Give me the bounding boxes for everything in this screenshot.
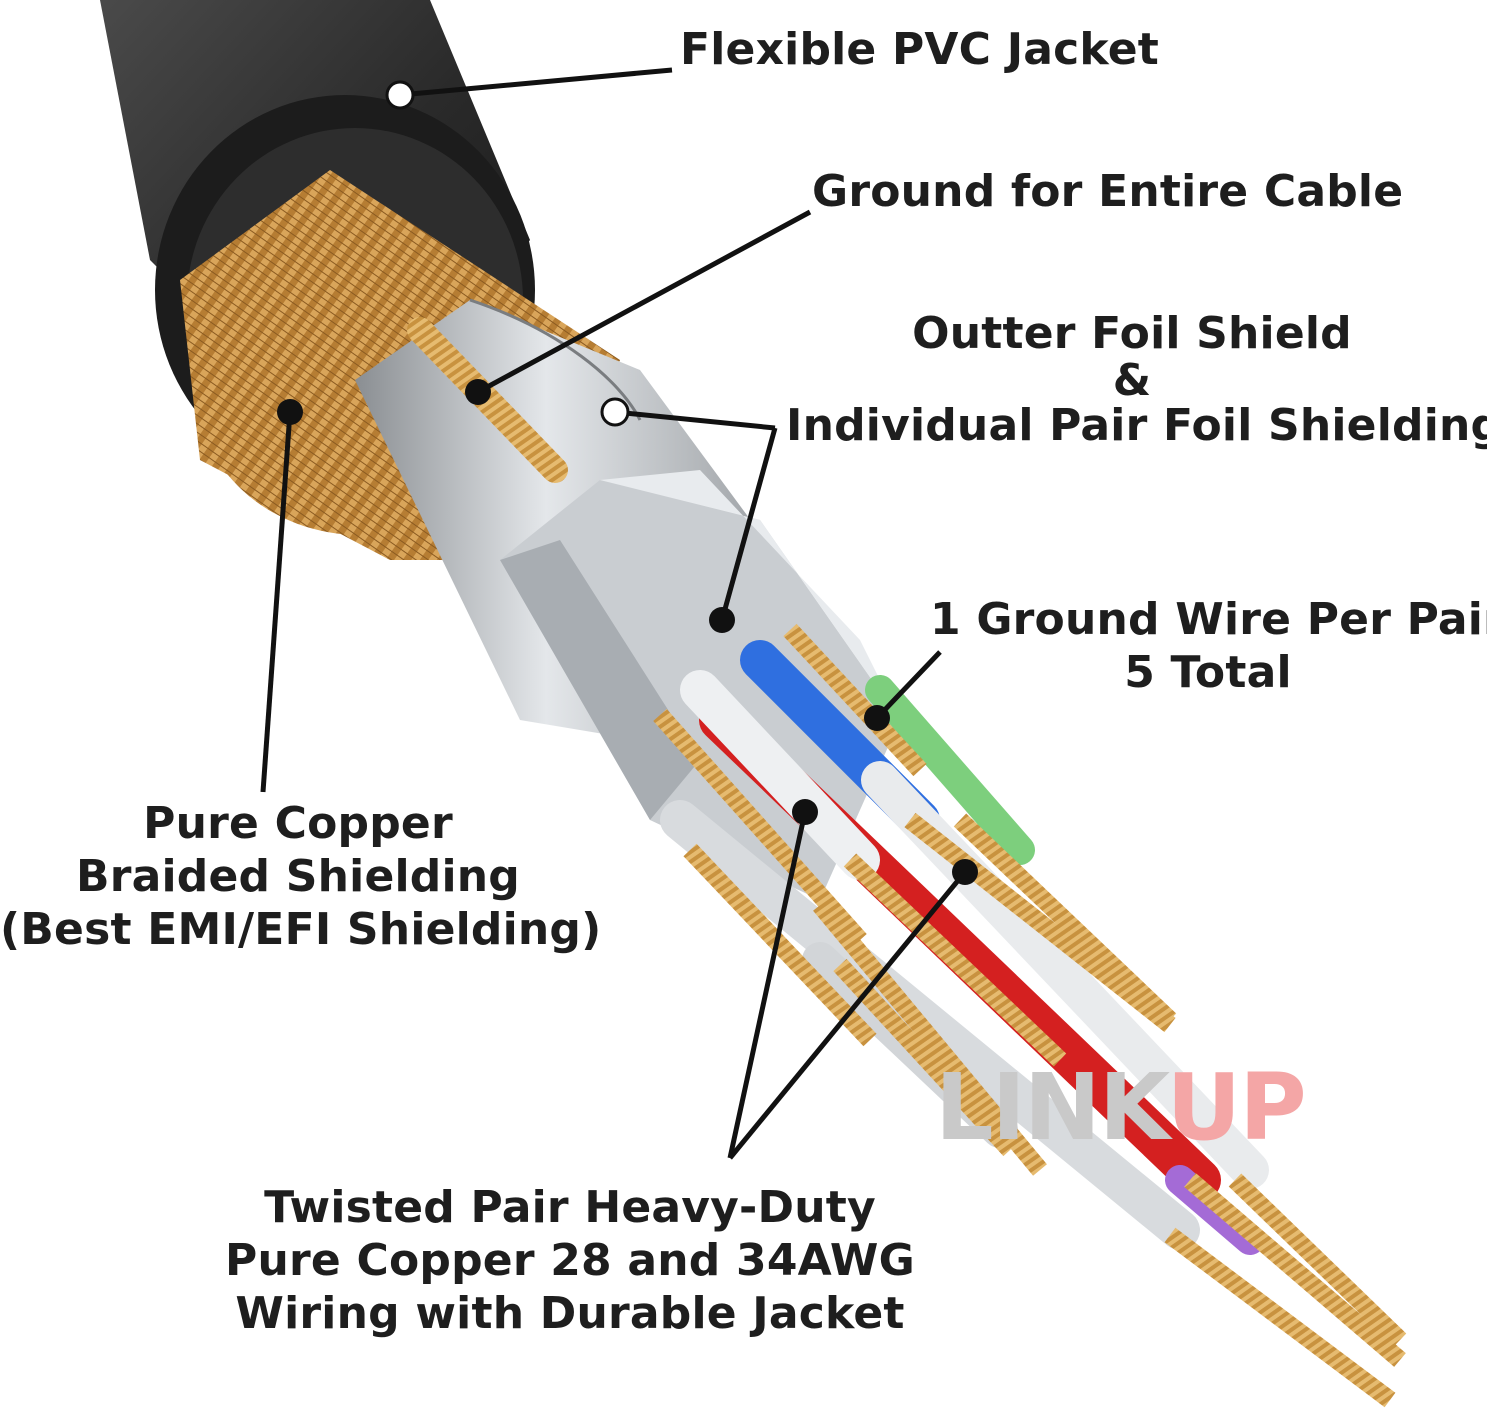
label-copper-braid: Pure Copper Braided Shielding (Best EMI/…: [0, 798, 596, 956]
dot-foil-pair: [709, 607, 735, 633]
label-ground-wire-line1: 1 Ground Wire Per Pair: [930, 594, 1486, 647]
label-pvc-jacket: Flexible PVC Jacket: [680, 24, 1159, 77]
brand-watermark: LINKUP: [935, 1062, 1305, 1154]
dot-ground-wire: [864, 705, 890, 731]
dot-twisted-a: [792, 799, 818, 825]
label-ground-cable: Ground for Entire Cable: [812, 166, 1403, 219]
label-foil-shield-line1: Outter Foil Shield: [786, 308, 1478, 361]
label-copper-braid-line2: Braided Shielding: [0, 851, 596, 904]
dot-foil-outer: [602, 399, 628, 425]
label-twisted-pair-line3: Wiring with Durable Jacket: [220, 1288, 920, 1341]
label-ground-wire: 1 Ground Wire Per Pair 5 Total: [930, 594, 1486, 700]
label-foil-shield: Outter Foil Shield & Individual Pair Foi…: [786, 308, 1478, 453]
label-foil-shield-line2: &: [786, 361, 1478, 401]
label-twisted-pair-line1: Twisted Pair Heavy-Duty: [220, 1182, 920, 1235]
watermark-part1: LINK: [935, 1054, 1167, 1161]
label-copper-braid-line3: (Best EMI/EFI Shielding): [0, 904, 596, 957]
label-foil-shield-line3: Individual Pair Foil Shielding: [786, 400, 1478, 453]
dot-ground-cable: [465, 379, 491, 405]
watermark-part2: UP: [1167, 1054, 1305, 1161]
label-copper-braid-line1: Pure Copper: [0, 798, 596, 851]
dot-twisted-b: [952, 859, 978, 885]
label-twisted-pair: Twisted Pair Heavy-Duty Pure Copper 28 a…: [220, 1182, 920, 1340]
label-ground-wire-line2: 5 Total: [930, 647, 1486, 700]
label-twisted-pair-line2: Pure Copper 28 and 34AWG: [220, 1235, 920, 1288]
dot-pvc-jacket: [387, 82, 413, 108]
dot-copper-braid: [277, 399, 303, 425]
